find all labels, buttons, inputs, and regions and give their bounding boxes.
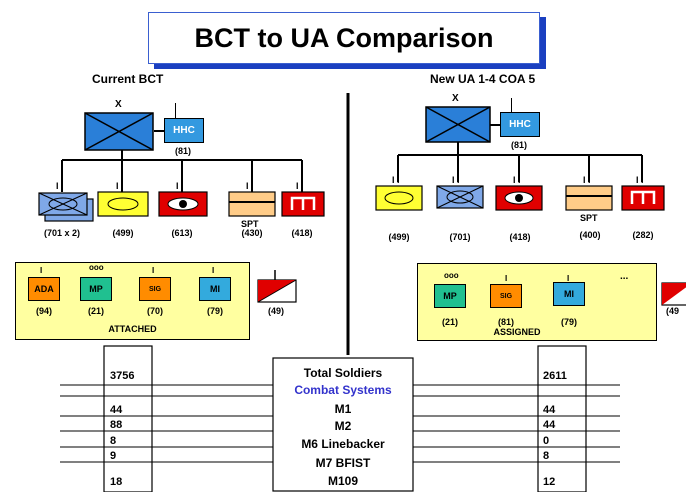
- right-mp-symbol: MP: [434, 284, 466, 308]
- attached-caption: ATTACHED: [108, 324, 157, 334]
- left-brigade-symbol: [84, 112, 154, 151]
- left-outside-unit-symbol: [257, 270, 297, 303]
- sig-symbol: SIG: [139, 277, 171, 301]
- label-total-soldiers: Total Soldiers: [303, 366, 383, 380]
- left-m1: 44: [110, 404, 123, 416]
- label-combat-systems: Combat Systems: [294, 383, 392, 397]
- right-unit-4-echelon: I I: [583, 175, 591, 185]
- left-value-column: [103, 345, 153, 492]
- ada-count: (94): [35, 306, 52, 316]
- label-m1: M1: [334, 402, 352, 416]
- right-unit-2-count: (701): [449, 232, 471, 242]
- mi-symbol: MI: [199, 277, 231, 301]
- assigned-caption: ASSIGNED: [493, 327, 541, 337]
- right-mp-echelon: ooo: [444, 271, 459, 280]
- right-sig-symbol: SIG: [490, 284, 522, 308]
- left-support-symbol: [228, 191, 276, 217]
- right-outside-unit-symbol: [661, 282, 686, 306]
- right-m7: 8: [543, 450, 550, 462]
- right-brigade-symbol: [425, 106, 491, 143]
- right-heading: New UA 1-4 COA 5: [430, 72, 536, 86]
- label-m6: M6 Linebacker: [301, 437, 385, 451]
- right-mi-echelon: I: [567, 274, 570, 283]
- left-unit-2-echelon: I I: [116, 181, 124, 191]
- left-armor-symbol: [158, 191, 208, 217]
- right-unit-2-echelon: I I: [452, 175, 460, 185]
- page-title: BCT to UA Comparison: [148, 12, 540, 64]
- left-heading: Current BCT: [92, 72, 164, 86]
- left-outside-count: (49): [267, 306, 284, 316]
- left-hhc-box: HHC: [164, 118, 204, 143]
- right-recon-symbol: [375, 185, 423, 211]
- right-m109: 12: [543, 476, 556, 488]
- label-m109: M109: [327, 474, 359, 488]
- right-mp-count: (21): [441, 317, 458, 327]
- ada-symbol: ADA: [28, 277, 60, 301]
- right-sig-echelon: I: [505, 274, 508, 283]
- left-engineer-symbol: [281, 191, 325, 217]
- left-total-soldiers: 3756: [110, 370, 135, 382]
- right-spt-label: SPT: [580, 213, 598, 223]
- left-unit-5-echelon: I I: [296, 181, 304, 191]
- right-m6: 0: [543, 435, 550, 447]
- left-m6: 8: [110, 435, 117, 447]
- left-hhc-count: (81): [175, 146, 192, 156]
- label-m2: M2: [334, 419, 352, 433]
- left-infantry-symbol: [38, 192, 94, 222]
- right-unit-4-count: (400): [579, 230, 601, 240]
- mp-symbol: MP: [80, 277, 112, 301]
- left-unit-4-echelon: I I: [246, 181, 254, 191]
- right-value-column: [537, 345, 587, 492]
- left-unit-4-count: (430): [241, 228, 263, 238]
- left-unit-3-echelon: I I: [176, 181, 184, 191]
- right-brigade-echelon: X: [452, 93, 459, 104]
- sig-echelon: I: [152, 266, 155, 275]
- mp-echelon: ooo: [89, 263, 104, 272]
- right-armor-symbol: [495, 185, 543, 211]
- left-org-lines: [61, 130, 303, 192]
- right-m1: 44: [543, 404, 556, 416]
- right-hhc-count: (81): [511, 140, 528, 150]
- right-unit-3-echelon: I I: [513, 175, 521, 185]
- right-m2: 44: [543, 419, 556, 431]
- right-engineer-symbol: [621, 185, 665, 211]
- right-infantry-symbol: [436, 185, 484, 209]
- right-unit-5-count: (282): [632, 230, 654, 240]
- right-sig-count: (81): [497, 317, 514, 327]
- attached-panel: [15, 262, 250, 340]
- left-m109: 18: [110, 476, 123, 488]
- sig-count: (70): [146, 306, 163, 316]
- label-m7: M7 BFIST: [315, 456, 371, 470]
- mi-count: (79): [206, 306, 223, 316]
- right-org-lines: [397, 124, 643, 182]
- left-unit-1-echelon: I I: [56, 181, 64, 191]
- left-unit-3-count: (613): [171, 228, 193, 238]
- left-m7: 9: [110, 450, 117, 462]
- right-cav-echelon: ...: [620, 271, 629, 282]
- right-outside-count: (49: [666, 306, 680, 316]
- right-unit-1-count: (499): [388, 232, 410, 242]
- left-m2: 88: [110, 419, 123, 431]
- right-unit-5-echelon: I I: [636, 175, 644, 185]
- center-label-box: [272, 357, 414, 492]
- right-mi-count: (79): [560, 317, 577, 327]
- left-recon-symbol: [97, 191, 149, 217]
- left-unit-5-count: (418): [291, 228, 313, 238]
- right-hhc-box: HHC: [500, 112, 540, 137]
- right-support-symbol: [565, 185, 613, 211]
- right-unit-1-echelon: I I: [392, 175, 400, 185]
- left-brigade-echelon: X: [115, 99, 122, 110]
- mi-echelon: I: [212, 266, 215, 275]
- left-spt-label: SPT: [241, 219, 259, 229]
- left-unit-2-count: (499): [112, 228, 134, 238]
- right-mi-symbol: MI: [553, 282, 585, 306]
- mp-count: (21): [87, 306, 104, 316]
- ada-echelon: I: [40, 266, 43, 275]
- left-unit-1-count: (701 x 2): [43, 228, 81, 238]
- right-total-soldiers: 2611: [543, 370, 567, 382]
- right-unit-3-count: (418): [509, 232, 531, 242]
